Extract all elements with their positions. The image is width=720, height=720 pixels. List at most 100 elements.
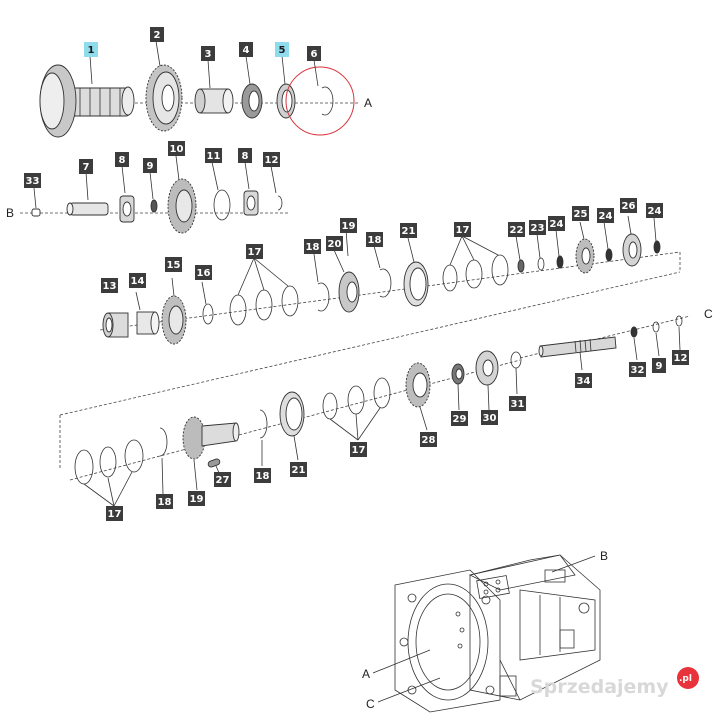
part-number-tag-box (509, 396, 526, 411)
part-needle-bearing (241, 83, 263, 119)
part-number: 26 (622, 201, 636, 212)
row-3-parts (99, 233, 681, 345)
row-2-parts: B (6, 178, 290, 234)
part-number-tag-box (129, 273, 146, 288)
part-number: 19 (342, 221, 356, 232)
part-number-tag-box (304, 239, 321, 254)
part-number-tag: 8 (238, 148, 252, 163)
part-number: 14 (131, 276, 145, 287)
part-number: 16 (197, 268, 211, 279)
part-number-tag-box (239, 42, 253, 57)
part-number-tag: 11 (205, 148, 222, 163)
part-number-tag-box (195, 265, 212, 280)
part-number-tag-box (106, 506, 123, 521)
part-number: 18 (368, 235, 382, 246)
part-number-tag: 29 (451, 411, 468, 426)
part-number-tag-box (246, 244, 263, 259)
part-shaft-with-gear (39, 64, 135, 138)
part-number-tag-box (646, 203, 663, 218)
reference-label-c-housing: C (366, 697, 375, 711)
reference-label-c-right: C (704, 307, 713, 321)
part-number: 18 (306, 242, 320, 253)
part-number-tag-box (188, 491, 205, 506)
reference-label-b-housing: B (600, 549, 608, 563)
part-number-tag: 15 (165, 257, 182, 272)
part-number-tag: 19 (188, 491, 205, 506)
row-4-leaders (579, 326, 681, 371)
part-number: 9 (147, 161, 154, 172)
part-number-tag-box (529, 220, 546, 235)
part-number-tag-box (150, 27, 164, 42)
part-number-tag: 30 (481, 410, 498, 425)
part-number-tag: 10 (168, 141, 185, 156)
part-number: 30 (483, 413, 497, 424)
part-number-tag-box (79, 159, 93, 174)
row-3-leaders (135, 215, 657, 311)
part-number-tag-box (214, 472, 231, 487)
part-number-tag-box (101, 278, 118, 293)
part-number-tag: 4 (239, 42, 253, 57)
part-number-tag: 18 (156, 494, 173, 509)
part-number: 18 (158, 497, 172, 508)
part-number: 20 (328, 239, 342, 250)
part-number-tag: 12 (263, 152, 280, 167)
part-number-tag: 26 (620, 198, 637, 213)
part-number-tag-box (451, 411, 468, 426)
part-number: 28 (422, 435, 436, 446)
watermark-text: Sprzedajemy (530, 676, 669, 698)
part-number-tag-box (238, 148, 252, 163)
part-number: 13 (103, 281, 117, 292)
part-number-tag: 12 (672, 350, 689, 365)
part-number-tag: 3 (201, 46, 215, 61)
part-number: 4 (243, 45, 250, 56)
part-number-tag: 21 (400, 223, 417, 238)
part-number-tag: 19 (340, 218, 357, 233)
part-number-tag-box (672, 350, 689, 365)
part-number-tag: 9 (143, 158, 157, 173)
part-number: 11 (207, 151, 221, 162)
part-number-tag: 17 (350, 442, 367, 457)
part-number-tag: 17 (246, 244, 263, 259)
part-number-tag: 33 (24, 173, 41, 188)
part-number-tag: 24 (646, 203, 663, 218)
part-number: 24 (599, 211, 613, 222)
part-number-tag-box (350, 442, 367, 457)
part-number: 22 (510, 225, 524, 236)
part-number: 15 (167, 260, 181, 271)
part-number-tag-box (326, 236, 343, 251)
part-sleeve (194, 88, 234, 114)
detail-callout-circle (285, 66, 355, 136)
part-number-tag-box (652, 358, 666, 373)
part-number: 1 (88, 45, 95, 56)
part-number-tag: 24 (597, 208, 614, 223)
part-number: 8 (242, 151, 249, 162)
part-number-tag-box (481, 410, 498, 425)
part-number-tag: 18 (366, 232, 383, 247)
part-number: 31 (511, 399, 525, 410)
part-number-tag: 21 (290, 462, 307, 477)
watermark-badge-text: .pl (679, 674, 692, 684)
row-2-leaders (33, 155, 277, 209)
part-number-tag: 18 (304, 239, 321, 254)
part-number-tag: 22 (508, 222, 525, 237)
row-4-parts: C (519, 307, 713, 359)
row-5-leaders (83, 367, 518, 507)
part-snap-ring (321, 86, 334, 116)
part-number-tag-box (84, 42, 98, 57)
part-number-tag: 25 (572, 206, 589, 221)
part-number-tag-box (620, 198, 637, 213)
part-number-tag-box (420, 432, 437, 447)
part-number: 7 (83, 162, 90, 173)
part-number-tag: 23 (529, 220, 546, 235)
reference-label-a-housing: A (362, 667, 370, 681)
part-number: 2 (154, 30, 161, 41)
part-number-tag-box (24, 173, 41, 188)
part-number-tag-box (454, 222, 471, 237)
part-number: 34 (577, 376, 591, 387)
part-number: 24 (648, 206, 662, 217)
part-number-tag-box (508, 222, 525, 237)
part-number: 33 (26, 176, 40, 187)
part-number-tag: 6 (307, 46, 321, 61)
part-number: 3 (205, 49, 212, 60)
